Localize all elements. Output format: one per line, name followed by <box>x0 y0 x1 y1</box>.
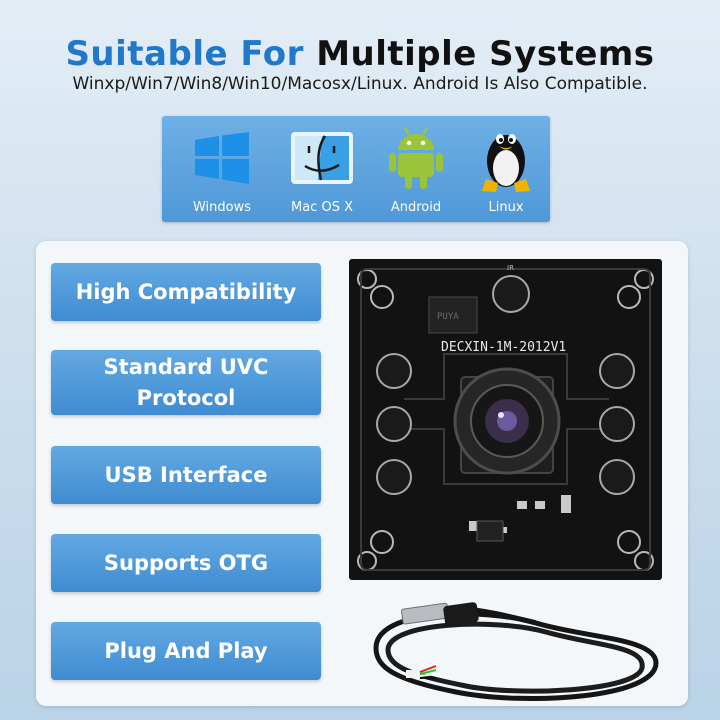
board-silkscreen: DECXIN-1M-2012V1 <box>441 340 566 355</box>
feature-standard-uvc: Standard UVC Protocol <box>51 350 321 415</box>
feature-usb-interface: USB Interface <box>51 446 321 504</box>
os-item-android: Android <box>376 124 456 215</box>
title-main: Multiple Systems <box>316 34 655 74</box>
os-label: Windows <box>192 200 252 215</box>
ir-label: IR <box>507 264 514 272</box>
mac-finder-icon <box>291 132 353 184</box>
os-item-mac: Mac OS X <box>282 124 362 215</box>
feature-high-compatibility: High Compatibility <box>51 263 321 321</box>
feature-plug-and-play: Plug And Play <box>51 622 321 680</box>
os-compatibility-panel: Windows Mac OS X <box>162 116 550 222</box>
os-item-windows: Windows <box>182 124 262 215</box>
android-icon <box>389 127 443 189</box>
page-title: Suitable For Multiple Systems <box>0 34 720 74</box>
usb-cable-image <box>373 602 659 702</box>
svg-text:PUYA: PUYA <box>437 312 459 322</box>
linux-tux-icon <box>482 134 530 192</box>
os-label: Linux <box>488 200 524 215</box>
title-accent: Suitable For <box>65 34 304 74</box>
os-label: Android <box>390 200 442 215</box>
os-label: Mac OS X <box>291 200 353 215</box>
subtitle: Winxp/Win7/Win8/Win10/Macosx/Linux. Andr… <box>72 74 648 94</box>
camera-module-image: PUYA IR DECXIN-1M-2012V1 <box>349 259 662 580</box>
os-item-linux: Linux <box>466 124 546 215</box>
windows-icon <box>195 132 249 184</box>
feature-supports-otg: Supports OTG <box>51 534 321 592</box>
